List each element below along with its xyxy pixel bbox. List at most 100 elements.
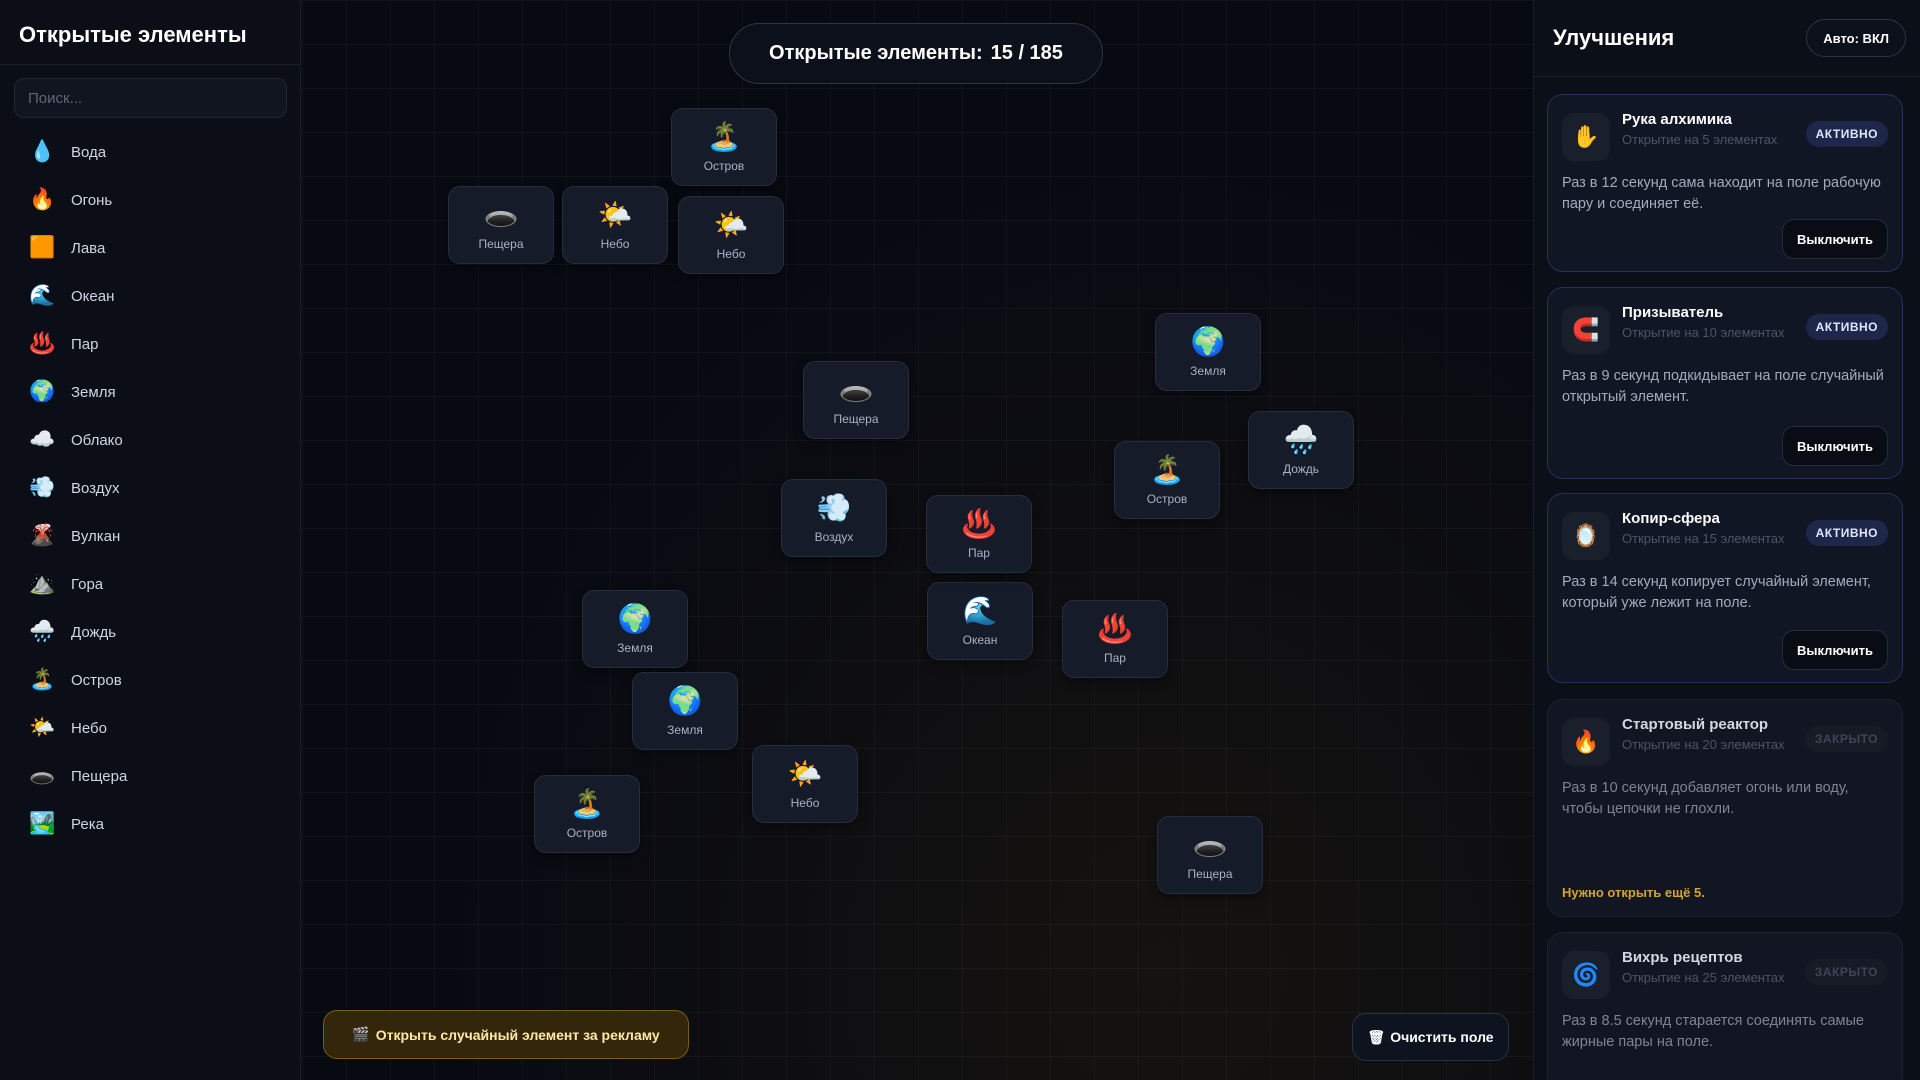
field-element-card[interactable]: 🌤️Небо [678,196,784,274]
upgrade-title: Копир-сфера [1622,510,1720,527]
discovered-counter: Открытые элементы: 15 / 185 [729,23,1103,84]
element-item[interactable]: 🟧 Лава [0,224,300,272]
upgrade-description: Раз в 8.5 секунд старается соединять сам… [1562,1013,1865,1050]
upgrades-panel: Улучшения Авто: ВКЛ ✋ Рука алхимика Откр… [1533,0,1920,1080]
upgrade-icon: 🧲 [1562,306,1610,354]
element-icon: 🌋 [29,524,56,547]
element-label: Вулкан [71,527,121,545]
element-item[interactable]: 🕳️Пещера [0,752,300,800]
element-item[interactable]: 🌧️Дождь [0,608,300,656]
upgrade-unlock-requirement: Открытие на 20 элементах [1622,737,1785,752]
upgrade-icon: ✋ [1562,113,1610,161]
disable-upgrade-button[interactable]: Выключить [1782,426,1888,466]
field-element-card[interactable]: 🌧️Дождь [1248,411,1354,489]
status-badge: АКТИВНО [1805,121,1888,147]
element-item[interactable]: 🌍Земля [0,368,300,416]
element-icon: 🌧️ [1283,424,1319,455]
element-label: Небо [600,237,630,251]
field-element-card[interactable]: ♨️Пар [926,495,1032,573]
auto-toggle-button[interactable]: Авто: ВКЛ [1806,19,1906,57]
upgrade-card: 🪞 Копир-сфера Открытие на 15 элементах А… [1547,493,1903,683]
element-icon: ☁️ [29,428,56,451]
sidebar-title: Открытые элементы [0,0,300,65]
element-icon: 🕳️ [1192,829,1228,860]
field-element-card[interactable]: 🏝️Остров [1114,441,1220,519]
element-item[interactable]: ♨️Пар [0,320,300,368]
field-element-card[interactable]: 🕳️Пещера [803,361,909,439]
element-label: Пещера [833,412,879,426]
field-element-card[interactable]: 🕳️ Пещера [1157,816,1263,894]
element-icon: 🟧 [29,236,56,259]
clear-field-label: Очистить поле [1390,1029,1494,1045]
element-icon: 🕳️ [483,199,519,230]
element-label: Океан [71,287,115,305]
element-item[interactable]: ☁️ Облако [0,416,300,464]
disable-upgrade-button[interactable]: Выключить [1782,630,1888,670]
element-item[interactable]: 💨 Воздух [0,464,300,512]
element-icon: 🌤️ [29,716,56,739]
element-list: 💧Вода🔥Огонь 🟧 Лава 🌊Океан♨️Пар🌍Земля ☁️ Облак… [0,128,300,848]
element-item[interactable]: 🏝️Остров [0,656,300,704]
element-icon: 🏝️ [29,668,56,691]
upgrades-header: Улучшения Авто: ВКЛ [1534,0,1920,77]
field-element-card[interactable]: 🌤️Небо [562,186,668,264]
element-item[interactable]: ⛰️Гора [0,560,300,608]
element-icon: 🏝️ [706,121,742,152]
field-element-card[interactable]: 🌍 Земля [1155,313,1261,391]
element-item[interactable]: 🌊Океан [0,272,300,320]
field-element-card[interactable]: 🏝️Остров [534,775,640,853]
upgrade-description: Раз в 10 секунд добавляет огонь или воду… [1562,780,1849,817]
field-element-card[interactable]: 🌍 Земля [582,590,688,668]
element-label: Пещера [1187,867,1233,881]
search-input[interactable] [28,89,273,107]
play-field[interactable]: Открытые элементы: 15 / 185 🏝️Остров🕳️Пе… [302,0,1533,1080]
element-label: Остров [566,826,608,840]
upgrades-title: Улучшения [1553,25,1675,50]
element-icon: 💨 [816,492,852,523]
upgrade-card: 🔥 Стартовый реактор Открытие на 20 элеме… [1547,699,1903,917]
element-icon: 🏝️ [1149,454,1185,485]
trash-icon: 🗑 [1367,1028,1386,1045]
element-label: Земля [617,641,653,655]
upgrade-unlock-requirement: Открытие на 5 элементах [1622,132,1778,147]
element-label: Океан [962,633,998,647]
status-badge: ЗАКРЫТО [1804,726,1888,752]
element-label: Облако [71,431,123,449]
elements-sidebar: Открытые элементы 💧Вода🔥Огонь 🟧 Лава 🌊Океан… [0,0,301,1080]
element-item[interactable]: 🌋 Вулкан [0,512,300,560]
status-badge: АКТИВНО [1805,520,1888,546]
element-label: Пещера [71,767,128,785]
element-icon: ♨️ [29,332,56,355]
upgrade-icon: 🪞 [1562,512,1610,560]
clear-field-button[interactable]: 🗑 Очистить поле [1352,1013,1509,1061]
element-label: Воздух [71,479,120,497]
search-field[interactable] [14,78,287,118]
field-element-card[interactable]: 💨Воздух [781,479,887,557]
element-icon: 🌍 [617,603,653,634]
upgrade-title: Призыватель [1622,304,1724,321]
element-label: Лава [71,239,106,257]
element-icon: 🌍 [1190,326,1226,357]
upgrade-description: Раз в 14 секунд копирует случайный элеме… [1562,574,1871,611]
element-item[interactable]: 🌤️Небо [0,704,300,752]
element-label: Пар [1104,651,1126,665]
element-item[interactable]: 🔥Огонь [0,176,300,224]
element-label: Земля [1190,364,1226,378]
ad-unlock-button[interactable]: 🎬 Открыть случайный элемент за рекламу [323,1010,689,1059]
field-element-card[interactable]: 🏝️Остров [671,108,777,186]
upgrade-card: ✋ Рука алхимика Открытие на 5 элементах … [1547,94,1903,272]
element-label: Дождь [71,623,117,641]
field-element-card[interactable]: 🕳️ Пещера [448,186,554,264]
element-icon: 💨 [29,476,56,499]
element-item[interactable]: 💧Вода [0,128,300,176]
upgrade-title: Стартовый реактор [1622,716,1769,733]
element-label: Пещера [478,237,524,251]
field-element-card[interactable]: 🌍Земля [632,672,738,750]
field-element-card[interactable]: 🌊 Океан [927,582,1033,660]
disable-upgrade-button[interactable]: Выключить [1782,219,1888,259]
field-element-card[interactable]: 🌤️Небо [752,745,858,823]
field-element-card[interactable]: ♨️Пар [1062,600,1168,678]
element-icon: 🌊 [962,595,998,626]
element-label: Земля [71,383,116,401]
element-item[interactable]: 🏞️Река [0,800,300,848]
